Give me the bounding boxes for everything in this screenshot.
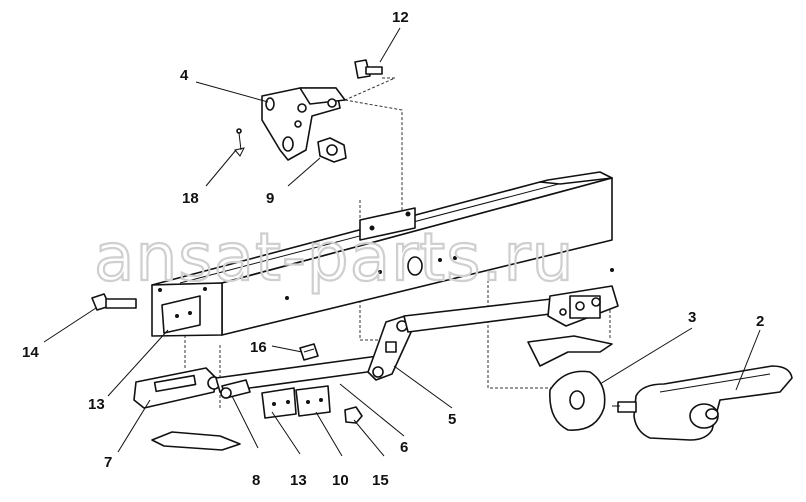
callout-6: 6 — [400, 439, 408, 456]
right-end-bracket — [547, 285, 619, 327]
callout-18: 16 — [250, 339, 267, 356]
callout-7: 7 — [104, 454, 112, 471]
callout-12: 12 — [392, 9, 409, 26]
upper-link-rod — [403, 297, 567, 333]
callout-13-lower: 13 — [290, 472, 307, 489]
part-8-nut — [317, 137, 347, 163]
part-18-clip — [299, 343, 319, 361]
part-14-bolt — [91, 293, 137, 311]
callout-15: 15 — [372, 472, 389, 489]
callout-2: 2 — [756, 313, 764, 330]
callout-3: 3 — [688, 309, 696, 326]
part-7-slotted-link — [133, 367, 221, 409]
part-15-nut — [344, 406, 363, 424]
part-13-plate-left — [161, 295, 201, 334]
callout-13-left: 13 — [88, 396, 105, 413]
callout-labels: 12 4 18 9 14 16 13 7 8 13 10 15 6 5 3 2 — [22, 9, 764, 489]
callout-8: 9 — [266, 190, 274, 207]
callout-14: 14 — [22, 344, 39, 361]
part-16-clip — [234, 128, 245, 157]
part-13-plate-lower — [261, 387, 297, 419]
part-2-handle — [612, 365, 793, 441]
lower-left-cover-plate — [151, 431, 241, 451]
part-12-bolt — [354, 59, 383, 79]
callout-16: 18 — [182, 190, 199, 207]
part-3-gasket — [549, 370, 606, 431]
callout-4: 4 — [180, 67, 189, 84]
callout-10: 10 — [332, 472, 349, 489]
watermark: ansat-parts.ru — [94, 219, 574, 296]
right-cover-plate — [527, 335, 613, 367]
callout-9: 8 — [252, 472, 260, 489]
part-5-lever — [367, 315, 413, 381]
part-9-bushing — [220, 379, 251, 399]
leader-lines — [43, 27, 761, 457]
part-4-bracket — [261, 87, 346, 161]
callout-5: 5 — [448, 411, 456, 428]
part-10-plate — [295, 385, 331, 417]
